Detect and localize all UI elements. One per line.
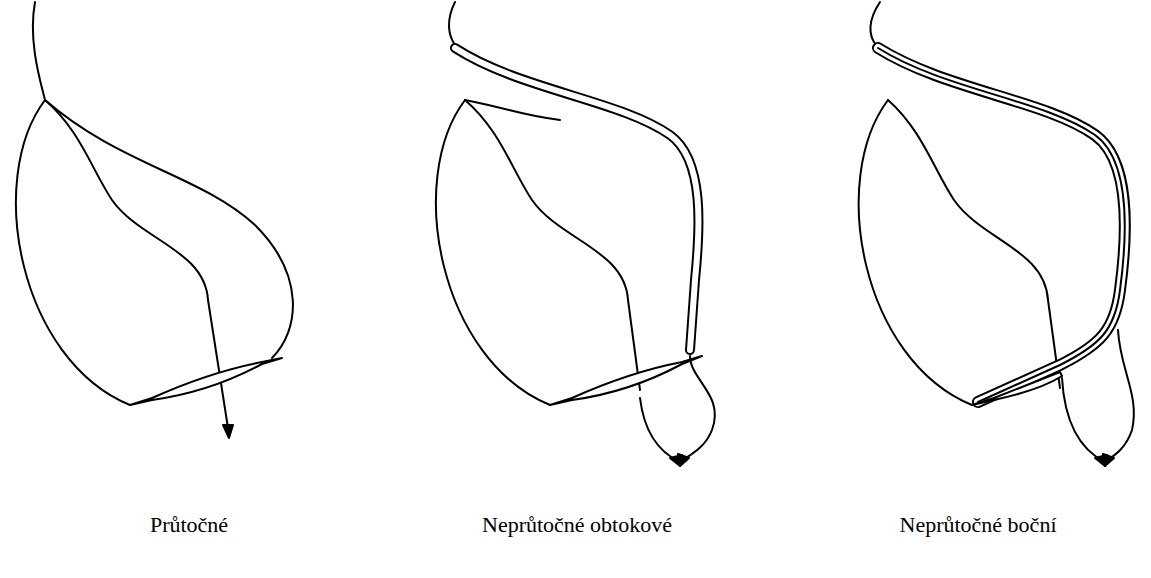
river-channel (465, 100, 640, 390)
outflow-lobe (640, 398, 680, 462)
inflow-stream (870, 2, 880, 45)
type-label: Neprůtočné boční (900, 512, 1057, 538)
outflow-lobe (1105, 330, 1134, 462)
bypass-reservoir (436, 2, 715, 466)
flow-through-reservoir (16, 2, 293, 438)
basin-outline (436, 100, 550, 405)
outflow-arrow (678, 454, 689, 466)
type-label: Průtočné (150, 512, 228, 538)
side-channel (878, 48, 1125, 402)
inflow-stream (449, 2, 455, 45)
outflow-arrow (223, 425, 233, 438)
bypass-channel (455, 48, 699, 350)
lateral-reservoir (859, 2, 1134, 466)
outflow-lobe (680, 356, 715, 462)
dam (550, 356, 702, 405)
outflow-arrow (1103, 454, 1114, 466)
basin-outline (859, 100, 972, 405)
outflow-lobe (1062, 378, 1105, 462)
inflow-stream (33, 2, 45, 100)
side-channel (878, 48, 1125, 402)
bypass-channel (455, 48, 699, 350)
type-label: Neprůtočné obtokové (482, 512, 672, 538)
dam (130, 358, 282, 405)
basin-outline (45, 100, 293, 358)
dam (972, 372, 1062, 405)
side-channel (878, 48, 1125, 402)
basin-outline (465, 100, 560, 120)
river-channel (888, 100, 1060, 388)
